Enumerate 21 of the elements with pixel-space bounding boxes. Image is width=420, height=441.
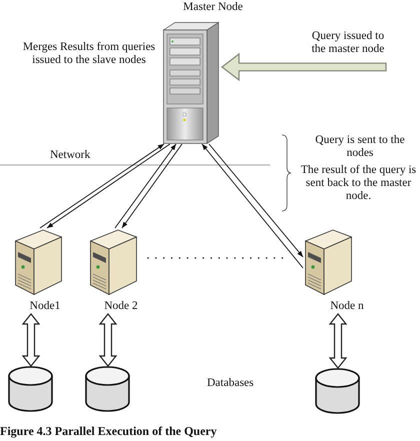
note-text: The result of the query is sent back to the master node. [300,164,418,203]
database-cylinder [8,366,53,412]
block-arrow [221,52,387,82]
node-label: Node 2 [104,300,138,313]
group-label: Databases [207,377,254,390]
double-block-arrow [22,313,40,367]
database-cylinder [85,366,130,412]
node-title: Master Node [183,1,243,14]
figure-caption: Figure 4.3 Parallel Execution of the Query [0,425,217,438]
double-block-arrow [98,313,118,367]
annotation-text: Merges Results from queries issued to the slave nodes [22,41,156,67]
database-cylinder [315,368,360,414]
double-block-arrow [328,313,348,369]
network-label: Network [50,149,90,162]
note-text: Query is sent to the nodes [314,134,406,160]
arrow [208,144,304,258]
node-label: Node1 [30,300,60,313]
arrow [114,144,176,228]
arrow [122,144,182,228]
node-label: Node n [330,300,364,313]
arrow [202,144,304,268]
